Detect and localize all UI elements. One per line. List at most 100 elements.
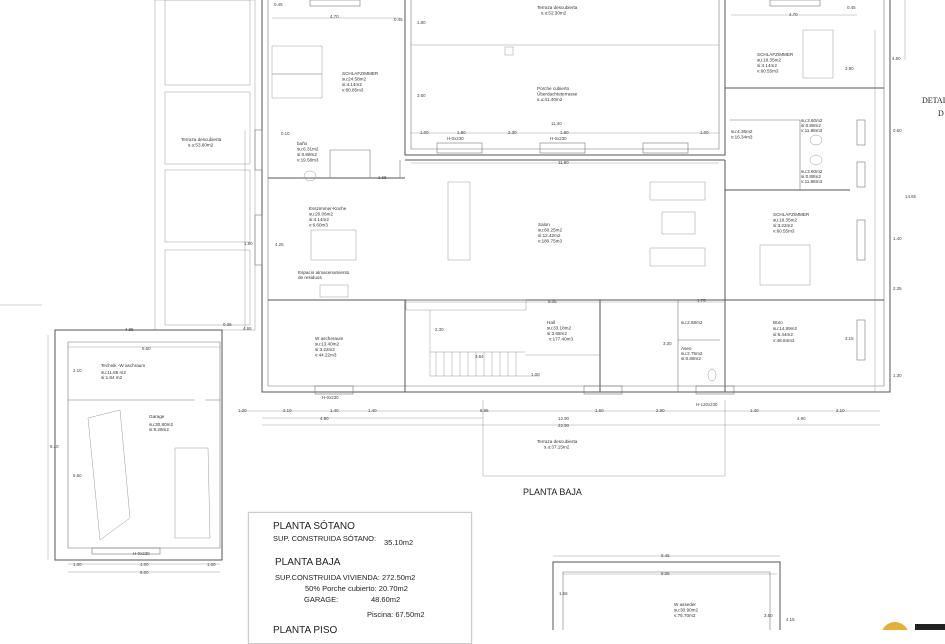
dimension-label: 0.10 [281, 131, 290, 136]
detail-label: DETAL [922, 96, 945, 105]
piscina-area: Piscina: 67.50m2 [367, 610, 425, 619]
dimension-label: 0.45 [274, 2, 283, 7]
dimension-label: 1.00 [73, 562, 82, 567]
windows [254, 0, 866, 395]
baja-title: PLANTA BAJA [275, 557, 341, 568]
left-terrace [154, 0, 256, 331]
dimension-label: 3.90 [845, 66, 854, 71]
dimension-label: 4.50 [892, 56, 901, 61]
dimension-label: 2.30 [435, 327, 444, 332]
house-walls [261, 0, 891, 393]
window-label: H-0x230 [447, 136, 464, 141]
window-label: H-120x230 [696, 402, 718, 407]
brand-logo [915, 624, 945, 630]
dimension-label: 4.70 [330, 14, 339, 19]
dimension-label: 1.40 [893, 236, 902, 241]
dimension-label: 4.90 [797, 416, 806, 421]
dimension-label: 8.45 [661, 553, 670, 558]
dimension-label: 1.60 [595, 408, 604, 413]
window-label: H-0x230 [550, 136, 567, 141]
dimension-label: 6.00 [140, 570, 149, 575]
dimension-label: 4.65 [243, 326, 252, 331]
dimension-label: 4.90 [320, 416, 329, 421]
dimension-label: 1.40 [750, 408, 759, 413]
plan-title: PLANTA BAJA [523, 487, 582, 497]
piso-title: PLANTA PISO [273, 625, 338, 636]
dimension-label: 4.00 [140, 562, 149, 567]
dimension-label: 3.15 [845, 336, 854, 341]
dimension-label: 0.45 [847, 5, 856, 10]
dimension-label: 3.30 [663, 341, 672, 346]
detail-label-2: D [938, 109, 944, 118]
sotano-value: 35.10m2 [384, 538, 414, 547]
dimension-label: 1.00 [531, 372, 540, 377]
window-label: H-0x230 [133, 551, 150, 556]
dimension-label: 1.56 [559, 591, 568, 596]
dimension-label: 0.45 [394, 17, 403, 22]
room-label: su:2.68m2 [681, 320, 703, 325]
garage-value: 48.60m2 [371, 595, 401, 604]
window-label: H-0x230 [322, 395, 339, 400]
dimension-label: 1.80 [244, 241, 253, 246]
dimension-label: 2.10 [283, 408, 292, 413]
dimension-label: 1.65 [378, 175, 387, 180]
dimension-label: 2.90 [656, 408, 665, 413]
dimension-label: 0.60 [893, 128, 902, 133]
dimension-label: 4.15 [786, 617, 795, 622]
dimension-label: 3.50 [764, 613, 773, 618]
dimension-label: 14.65 [905, 194, 917, 199]
vivienda-area: SUP.CONSTRUIDA VIVIENDA: 272.50m2 [275, 573, 416, 582]
seal-logo [882, 622, 908, 630]
dimension-label: 1.40 [330, 408, 339, 413]
dimension-label: 8.05 [661, 571, 670, 576]
dimension-label: 1.75 [697, 298, 706, 303]
dimension-label: 1.80 [457, 130, 466, 135]
dimension-label: 1.00 [207, 562, 216, 567]
upper-floor-plan [552, 555, 781, 630]
dimension-label: 4.70 [789, 12, 798, 17]
dimension-label: 3.60 [417, 93, 426, 98]
dimension-label: 12.90 [558, 416, 570, 421]
bottom-terrace [482, 400, 726, 477]
dimension-label: 1.00 [700, 130, 709, 135]
dimension-label: 11.40 [551, 121, 562, 126]
dimension-label: 2.10 [836, 408, 845, 413]
dimension-label: 1.30 [893, 373, 902, 378]
dimension-labels: 0.45 4.70 0.45 1.80 3.60 11.40 1.00 1.80… [50, 2, 917, 622]
dimension-label: 11.90 [558, 160, 569, 165]
sotano-label: SUP. CONSTRUIDA SÓTANO: [273, 534, 377, 543]
column-marker [504, 46, 514, 56]
garage-walls [54, 329, 223, 561]
dimension-label: 6.95 [480, 408, 489, 413]
sotano-title: PLANTA SÓTANO [273, 521, 355, 532]
dimension-label: 2.35 [893, 286, 902, 291]
dimension-label: 1.00 [420, 130, 429, 135]
dimension-lines [47, 14, 880, 573]
dimension-label: 4.25 [275, 242, 284, 247]
furniture [271, 29, 834, 382]
dimension-label: 2.10 [73, 368, 82, 373]
dimension-label: 1.80 [417, 20, 426, 25]
garage-label: GARAGE: [304, 595, 339, 604]
dimension-label: 9.05 [548, 299, 557, 304]
dimension-label: 5.60 [142, 346, 151, 351]
